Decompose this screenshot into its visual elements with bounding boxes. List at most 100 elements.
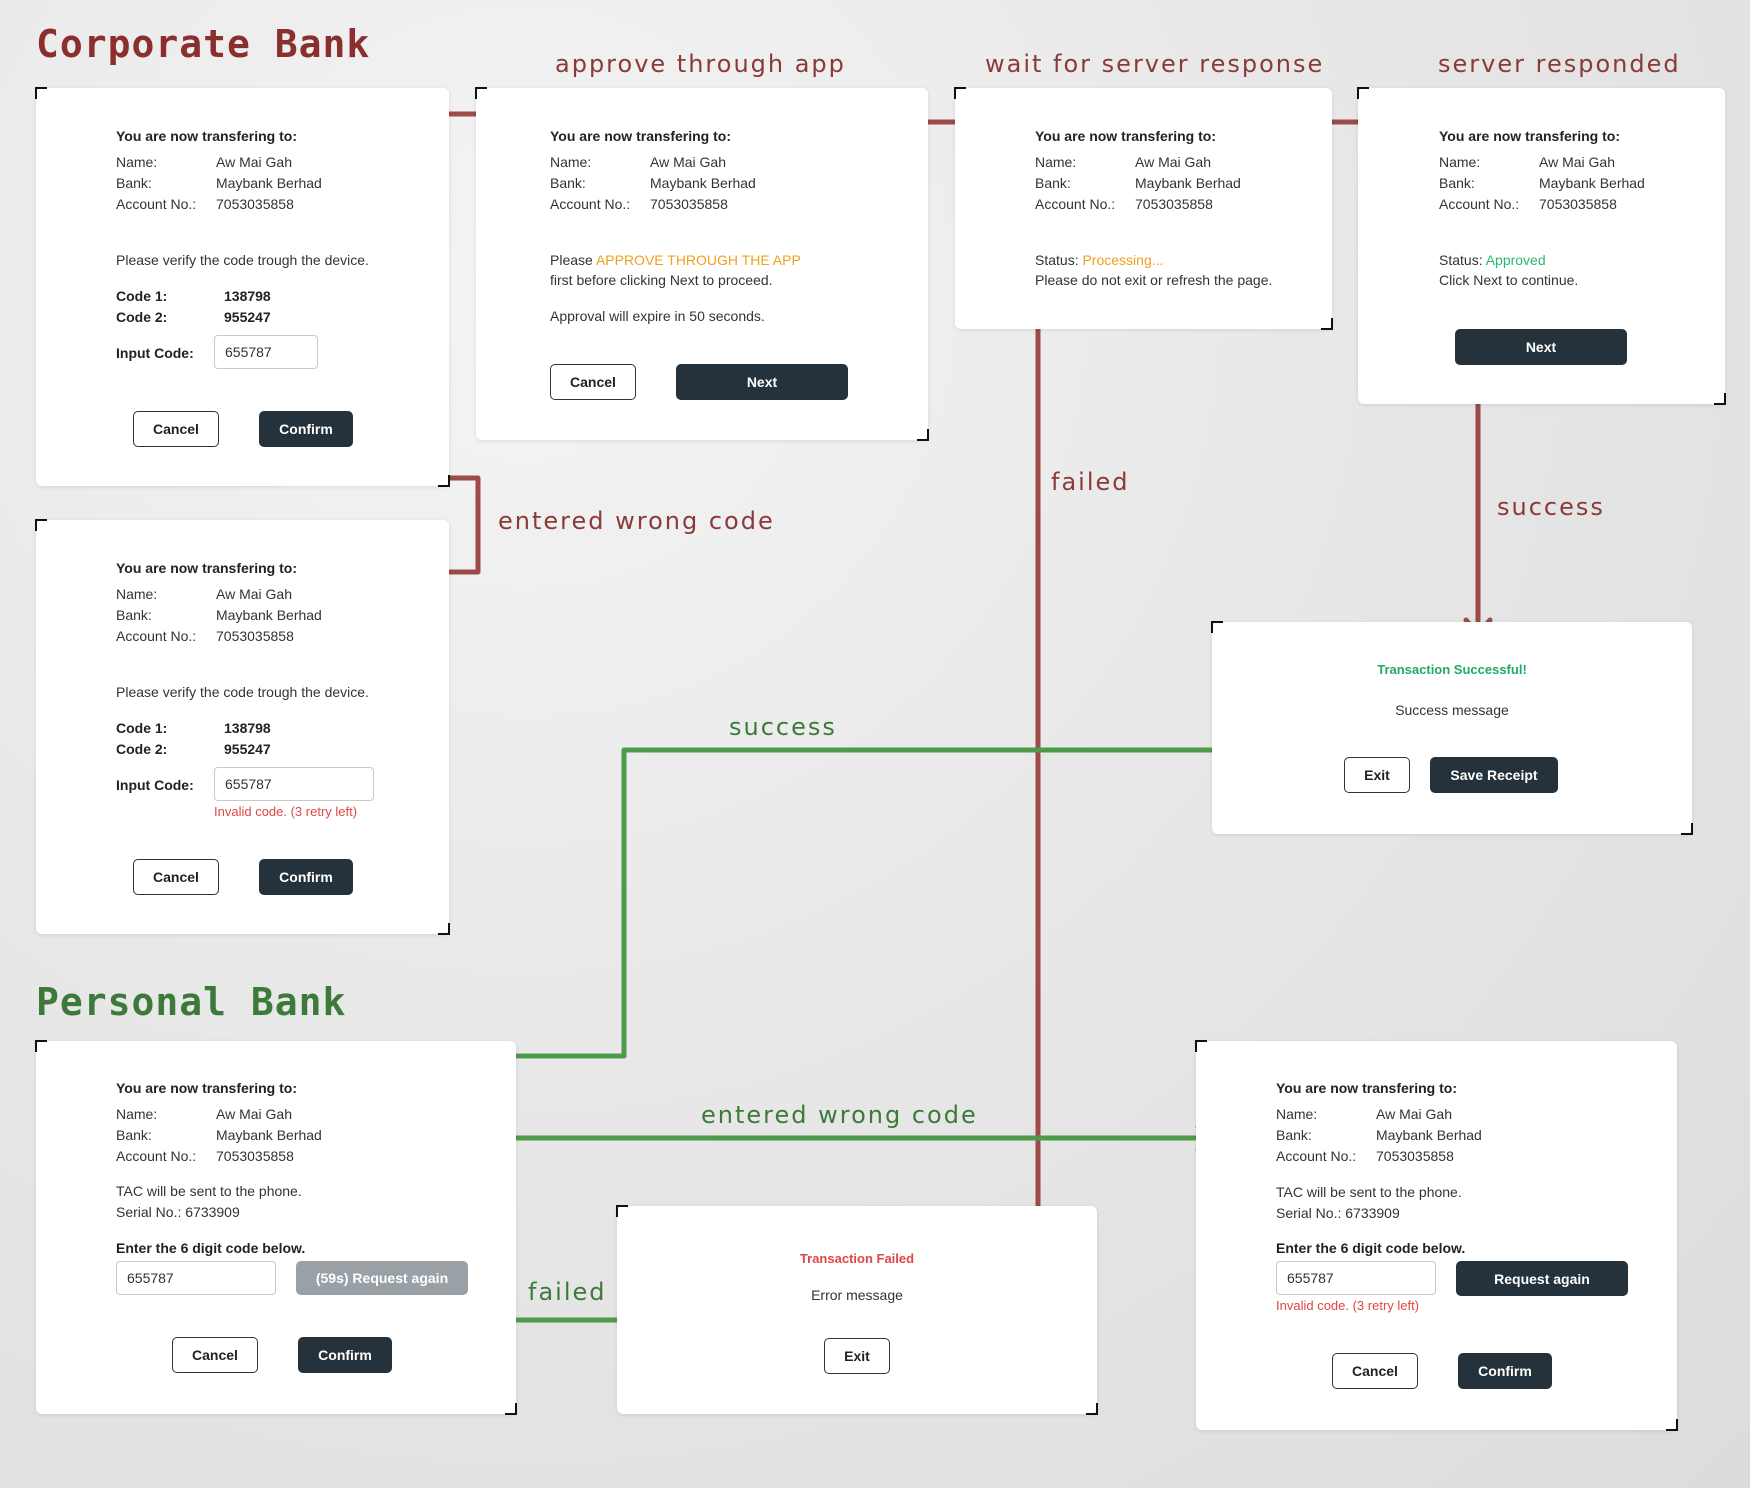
cancel-button[interactable]: Cancel [1332, 1353, 1418, 1389]
corporate-verify-card: You are now transfering to: Name:Aw Mai … [35, 87, 450, 487]
transfer-heading: You are now transfering to: [116, 1080, 297, 1096]
request-again-button[interactable]: Request again [1456, 1261, 1628, 1296]
tac-prompt: Enter the 6 digit code below. [1276, 1240, 1466, 1256]
status-label: Status: [1035, 252, 1083, 268]
transfer-heading: You are now transfering to: [550, 128, 731, 144]
recipient-bank: Maybank Berhad [1376, 1127, 1482, 1143]
label-entered-wrong-code-corporate: entered wrong code [498, 507, 775, 535]
transaction-failed-card: Transaction Failed Error message Exit [616, 1205, 1098, 1415]
cancel-button[interactable]: Cancel [172, 1337, 258, 1373]
name-label: Name: [1439, 154, 1481, 170]
recipient-account: 7053035858 [1539, 196, 1617, 212]
label-failed-personal: failed [528, 1278, 607, 1306]
input-code-label: Input Code: [116, 345, 194, 361]
success-title: Transaction Successful! [1377, 662, 1527, 677]
code1-label: Code 1: [116, 288, 168, 304]
cancel-button[interactable]: Cancel [133, 411, 219, 447]
exit-button[interactable]: Exit [1344, 757, 1410, 793]
request-again-disabled-button[interactable]: (59s) Request again [296, 1261, 468, 1295]
invalid-code-message: Invalid code. (3 retry left) [1276, 1298, 1420, 1313]
arrow-failed-corporate [1023, 319, 1053, 1227]
corporate-approved-card: You are now transfering to: Name:Aw Mai … [1357, 87, 1726, 405]
confirm-button[interactable]: Confirm [259, 859, 353, 895]
code1-value: 138798 [224, 288, 271, 304]
bank-label: Bank: [116, 1127, 152, 1143]
label-success-personal: success [729, 713, 837, 741]
confirm-button[interactable]: Confirm [298, 1337, 392, 1373]
code2-value: 955247 [224, 309, 271, 325]
tac-prompt: Enter the 6 digit code below. [116, 1240, 306, 1256]
label-server-responded: server responded [1438, 50, 1681, 78]
account-label: Account No.: [1035, 196, 1116, 212]
next-button[interactable]: Next [676, 364, 848, 400]
save-receipt-button[interactable]: Save Receipt [1430, 757, 1558, 793]
recipient-name: Aw Mai Gah [216, 154, 292, 170]
approval-expiry: Approval will expire in 50 seconds. [550, 308, 765, 324]
code2-label: Code 2: [116, 741, 168, 757]
verify-instruction: Please verify the code trough the device… [116, 684, 369, 700]
recipient-name: Aw Mai Gah [1539, 154, 1615, 170]
failed-message: Error message [811, 1287, 903, 1303]
tac-line1: TAC will be sent to the phone. [116, 1183, 302, 1199]
code2-label: Code 2: [116, 309, 168, 325]
transfer-heading: You are now transfering to: [116, 128, 297, 144]
label-failed-corporate: failed [1051, 468, 1130, 496]
label-wait-for-server: wait for server response [985, 50, 1325, 78]
recipient-name: Aw Mai Gah [1135, 154, 1211, 170]
personal-wrong-code-card: You are now transfering to: Name:Aw Mai … [1195, 1040, 1678, 1431]
bank-label: Bank: [1035, 175, 1071, 191]
bank-label: Bank: [550, 175, 586, 191]
recipient-account: 7053035858 [1376, 1148, 1454, 1164]
corporate-bank-title: Corporate Bank [36, 22, 371, 66]
input-code-field[interactable]: 655787 [214, 335, 318, 369]
confirm-button[interactable]: Confirm [1458, 1353, 1552, 1389]
label-approve-through-app: approve through app [555, 50, 846, 78]
recipient-account: 7053035858 [216, 1148, 294, 1164]
verify-instruction: Please verify the code trough the device… [116, 252, 369, 268]
recipient-bank: Maybank Berhad [1135, 175, 1241, 191]
label-entered-wrong-code-personal: entered wrong code [701, 1101, 978, 1129]
input-code-label: Input Code: [116, 777, 194, 793]
tac-input-field[interactable]: 655787 [116, 1261, 276, 1295]
code1-label: Code 1: [116, 720, 168, 736]
recipient-account: 7053035858 [1135, 196, 1213, 212]
bank-label: Bank: [116, 607, 152, 623]
recipient-bank: Maybank Berhad [1539, 175, 1645, 191]
account-label: Account No.: [116, 628, 197, 644]
transfer-heading: You are now transfering to: [116, 560, 297, 576]
approved-status: Status: Approved [1439, 252, 1546, 268]
tac-input-field[interactable]: 655787 [1276, 1261, 1436, 1295]
recipient-account: 7053035858 [216, 628, 294, 644]
arrow-wrong-code-personal [501, 1124, 1214, 1153]
cancel-button[interactable]: Cancel [133, 859, 219, 895]
status-processing: Processing... [1082, 252, 1164, 268]
name-label: Name: [116, 1106, 158, 1122]
bank-label: Bank: [1439, 175, 1475, 191]
account-label: Account No.: [116, 196, 197, 212]
account-label: Account No.: [1439, 196, 1520, 212]
bank-label: Bank: [1276, 1127, 1312, 1143]
transfer-heading: You are now transfering to: [1035, 128, 1216, 144]
failed-title: Transaction Failed [799, 1251, 915, 1266]
next-button[interactable]: Next [1455, 329, 1627, 365]
recipient-bank: Maybank Berhad [216, 1127, 322, 1143]
confirm-button[interactable]: Confirm [259, 411, 353, 447]
account-label: Account No.: [550, 196, 631, 212]
recipient-bank: Maybank Berhad [216, 607, 322, 623]
recipient-name: Aw Mai Gah [216, 586, 292, 602]
cancel-button[interactable]: Cancel [550, 364, 636, 400]
approved-note: Click Next to continue. [1439, 272, 1579, 288]
approve-instruction: Please APPROVE THROUGH THE APP [550, 252, 801, 268]
status-approved: Approved [1485, 252, 1546, 268]
input-code-field[interactable]: 655787 [214, 767, 374, 801]
code1-value: 138798 [224, 720, 271, 736]
name-label: Name: [1035, 154, 1077, 170]
name-label: Name: [1276, 1106, 1318, 1122]
status-label: Status: [1439, 252, 1486, 268]
success-message: Success message [1395, 702, 1509, 718]
bank-label: Bank: [116, 175, 152, 191]
approve-highlight: APPROVE THROUGH THE APP [595, 252, 801, 268]
processing-status: Status: Processing... [1035, 252, 1163, 268]
name-label: Name: [116, 586, 158, 602]
exit-button[interactable]: Exit [824, 1338, 890, 1374]
